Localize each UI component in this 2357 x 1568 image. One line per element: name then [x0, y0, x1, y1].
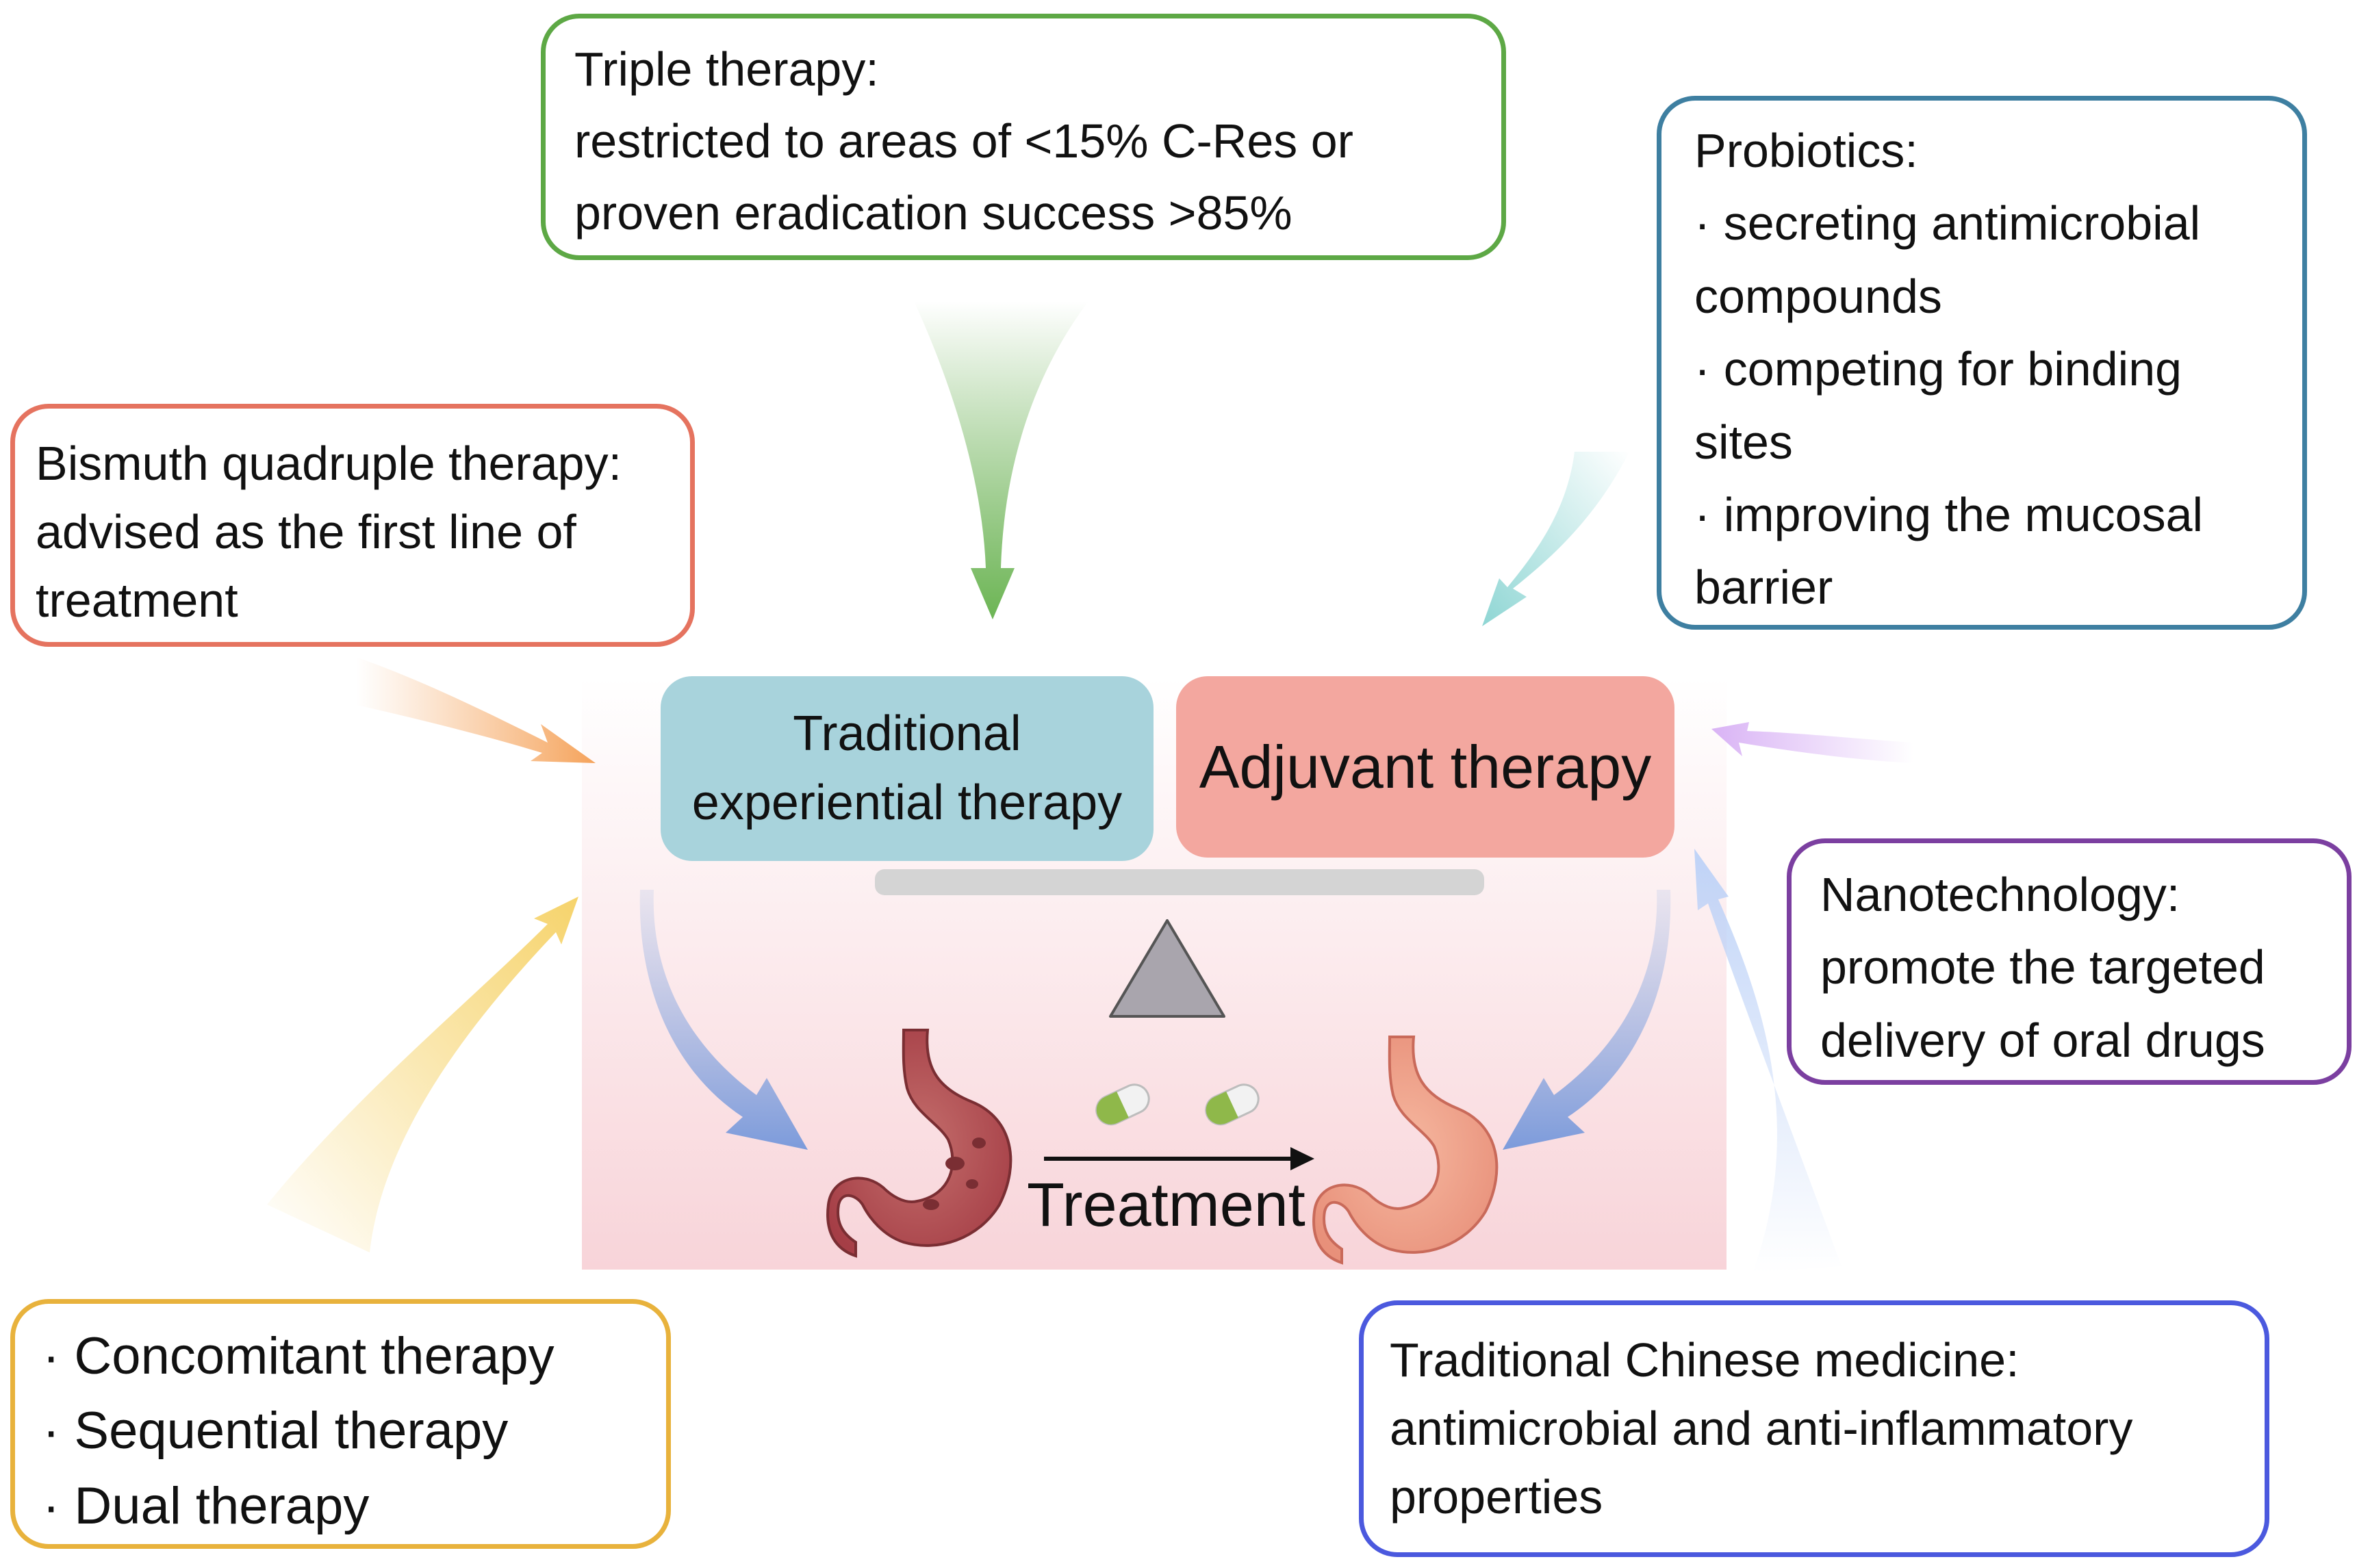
traditional-label-line-2: experiential therapy	[691, 775, 1123, 830]
blue-curve-arrow-left	[639, 890, 808, 1150]
blue-curve-arrow-right	[1503, 890, 1671, 1150]
nanotechnology-box: Nanotechnology: promote the targeted del…	[1787, 838, 2352, 1085]
traditional-therapy-block: Traditional experiential therapy	[661, 676, 1154, 861]
yellow-arrow	[267, 897, 578, 1252]
teal-arrow	[1482, 452, 1629, 626]
probiotics-line-1: Probiotics:	[1694, 124, 1918, 177]
nano-line-1: Nanotechnology:	[1820, 868, 2180, 921]
triple-line-3: proven eradication success >85%	[574, 186, 1292, 240]
stomach-inflamed-icon	[826, 1029, 1012, 1258]
regimen-line-1: · Concomitant therapy	[42, 1327, 555, 1385]
purple-arrow	[1711, 722, 1913, 763]
probiotics-line-3: compounds	[1694, 269, 1942, 323]
triple-line-2: restricted to areas of <15% C-Res or	[574, 114, 1353, 168]
adjuvant-label: Adjuvant therapy	[1199, 732, 1652, 801]
capsule-icon	[1095, 1083, 1150, 1126]
bismuth-line-3: treatment	[36, 574, 238, 628]
tcm-line-1: Traditional Chinese medicine:	[1390, 1333, 2020, 1387]
capsule-icon	[1205, 1083, 1260, 1126]
other-regimens-box: · Concomitant therapy · Sequential thera…	[10, 1299, 671, 1549]
bismuth-line-2: advised as the first line of	[36, 505, 576, 559]
probiotics-line-4: · competing for binding	[1694, 342, 2182, 396]
treatment-label: Treatment	[1027, 1171, 1305, 1239]
tcm-line-3: properties	[1390, 1470, 1603, 1524]
lightblue-arrow	[1694, 849, 1842, 1273]
triple-therapy-box: Triple therapy: restricted to areas of <…	[541, 14, 1506, 260]
traditional-label-line-1: Traditional	[793, 706, 1021, 762]
adjuvant-therapy-block: Adjuvant therapy	[1176, 676, 1674, 858]
nano-line-2: promote the targeted	[1820, 940, 2265, 994]
stomach-healthy-icon	[1312, 1036, 1499, 1265]
tcm-line-2: antimicrobial and anti-inflammatory	[1390, 1402, 2133, 1456]
triple-line-1: Triple therapy:	[574, 42, 879, 96]
treatment-arrow	[1044, 1147, 1314, 1170]
probiotics-box: Probiotics: · secreting antimicrobial co…	[1657, 96, 2307, 630]
green-arrow	[914, 301, 1088, 619]
balance-beam	[875, 869, 1484, 895]
bismuth-line-1: Bismuth quadruple therapy:	[36, 437, 622, 490]
regimen-line-2: · Sequential therapy	[42, 1402, 509, 1461]
bismuth-therapy-box: Bismuth quadruple therapy: advised as th…	[10, 404, 695, 647]
probiotics-line-7: barrier	[1694, 561, 1833, 615]
regimen-line-3: · Dual therapy	[42, 1476, 370, 1535]
probiotics-line-6: · improving the mucosal	[1694, 487, 2204, 541]
probiotics-line-5: sites	[1694, 415, 1793, 469]
tcm-box: Traditional Chinese medicine: antimicrob…	[1359, 1300, 2269, 1557]
orange-arrow	[356, 657, 596, 763]
balance-fulcrum	[1109, 919, 1225, 1018]
nano-line-3: delivery of oral drugs	[1820, 1013, 2265, 1067]
probiotics-line-2: · secreting antimicrobial	[1694, 196, 2201, 250]
